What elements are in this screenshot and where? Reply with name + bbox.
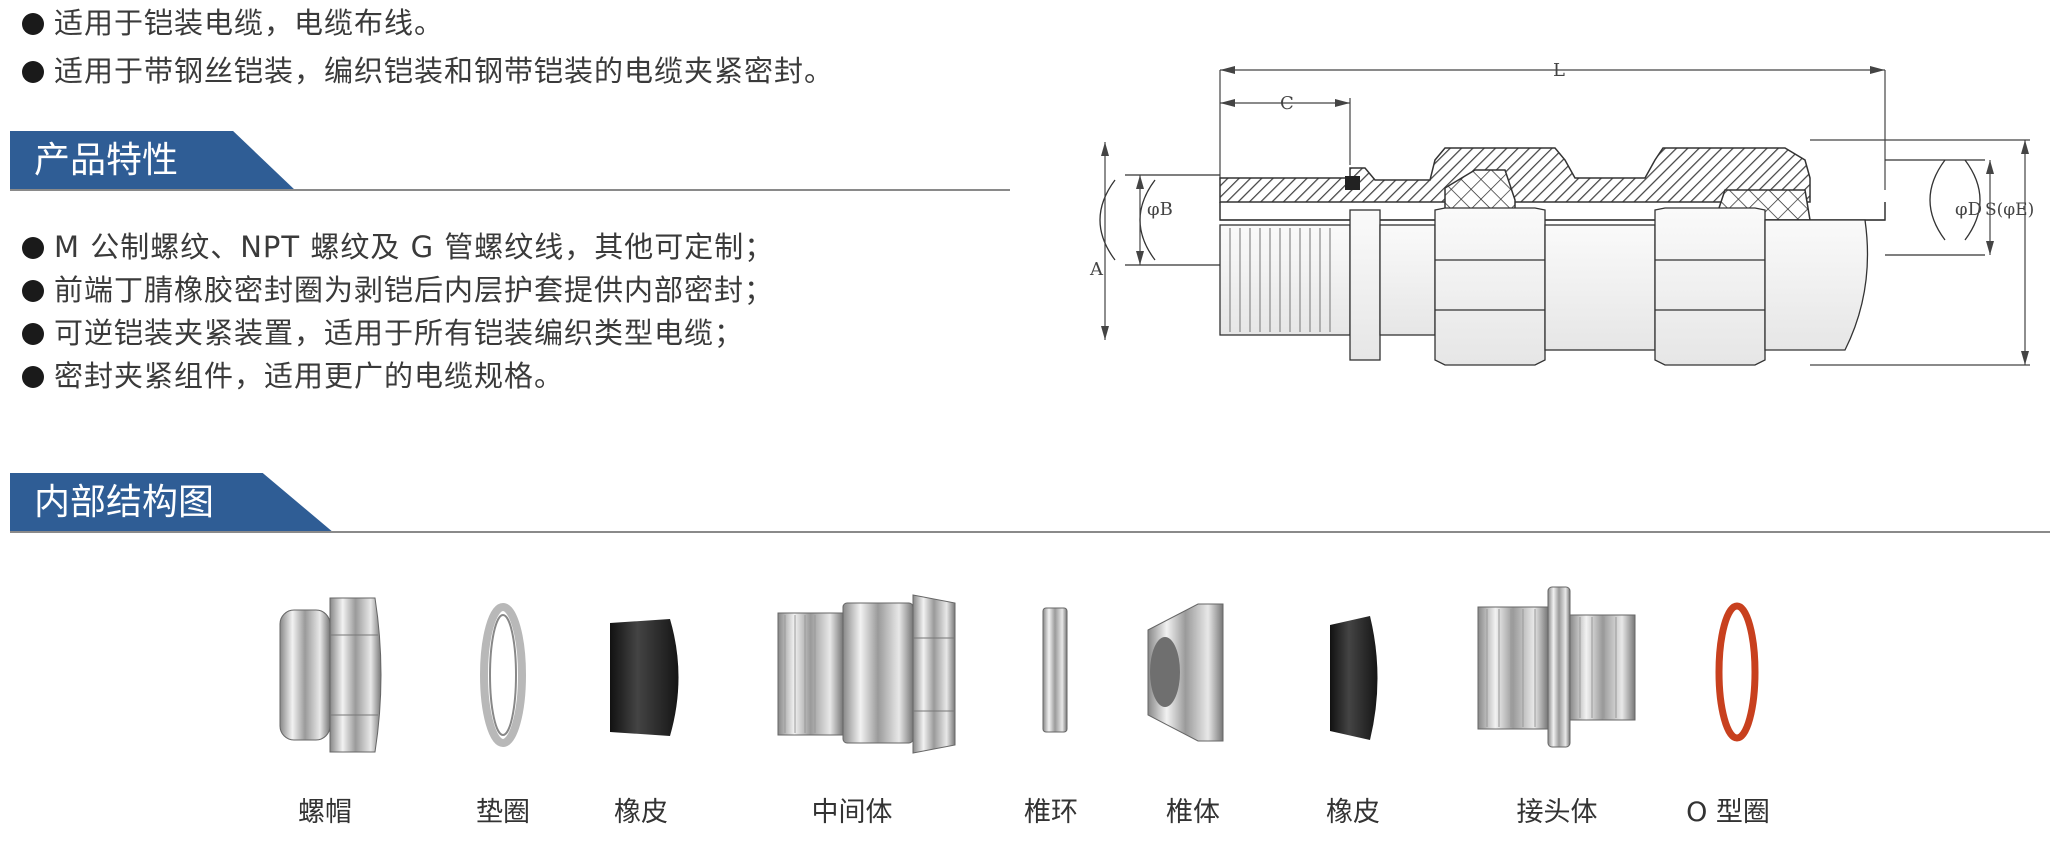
middle-body-icon (777, 594, 956, 754)
feature-bullet: 可逆铠装夹紧装置，适用于所有铠装编织类型电缆； (22, 315, 744, 351)
part-label-nut: 螺帽 (298, 797, 352, 828)
part-label-cone-ring: 椎环 (1024, 797, 1078, 828)
section-title-features: 产品特性 (10, 131, 296, 191)
bullet-dot-icon (22, 323, 44, 345)
rubber-seal-icon (1330, 616, 1378, 740)
cone-icon (1147, 603, 1224, 742)
cable-gland-drawing: L C A φB φD S(φE) (1089, 60, 2034, 366)
part-label-cone: 椎体 (1166, 797, 1220, 828)
part-label-rubber: 橡皮 (614, 797, 668, 828)
bullet-dot-icon (22, 366, 44, 388)
part-label-washer: 垫圈 (476, 797, 530, 828)
rubber-seal-icon (610, 619, 679, 736)
bullet-dot-icon (22, 280, 44, 302)
washer-icon (480, 603, 526, 747)
svg-text:L: L (1553, 60, 1565, 81)
o-ring-icon (1715, 602, 1759, 742)
section-divider (10, 189, 1010, 191)
feature-bullet: M 公制螺纹、NPT 螺纹及 G 管螺纹线，其他可定制； (22, 229, 774, 265)
cone-ring-icon (1042, 607, 1068, 733)
bullet-dot-icon (22, 61, 44, 83)
nut-icon (279, 597, 382, 753)
entry-body-icon (1477, 586, 1636, 748)
part-label-rubber: 橡皮 (1326, 797, 1380, 828)
part-label-middle-body: 中间体 (811, 797, 893, 828)
bullet-dot-icon (22, 237, 44, 259)
section-title-structure: 内部结构图 (10, 473, 334, 533)
part-label-entry-body: 接头体 (1516, 797, 1598, 828)
svg-text:A: A (1089, 259, 1104, 280)
bullet-dot-icon (22, 13, 44, 35)
section-divider (10, 531, 2050, 533)
svg-text:C: C (1280, 93, 1294, 114)
feature-bullet: 前端丁腈橡胶密封圈为剥铠后内层护套提供内部密封； (22, 272, 774, 308)
feature-bullet: 密封夹紧组件，适用更广的电缆规格。 (22, 358, 564, 394)
svg-text:φD: φD (1955, 199, 1982, 220)
svg-text:φB: φB (1147, 199, 1173, 220)
intro-bullet: 适用于铠装电缆，电缆布线。 (22, 5, 444, 41)
part-label-o-ring: O 型圈 (1686, 797, 1770, 828)
svg-text:S(φE): S(φE) (1985, 200, 2034, 220)
intro-bullet: 适用于带钢丝铠装，编织铠装和钢带铠装的电缆夹紧密封。 (22, 53, 834, 89)
